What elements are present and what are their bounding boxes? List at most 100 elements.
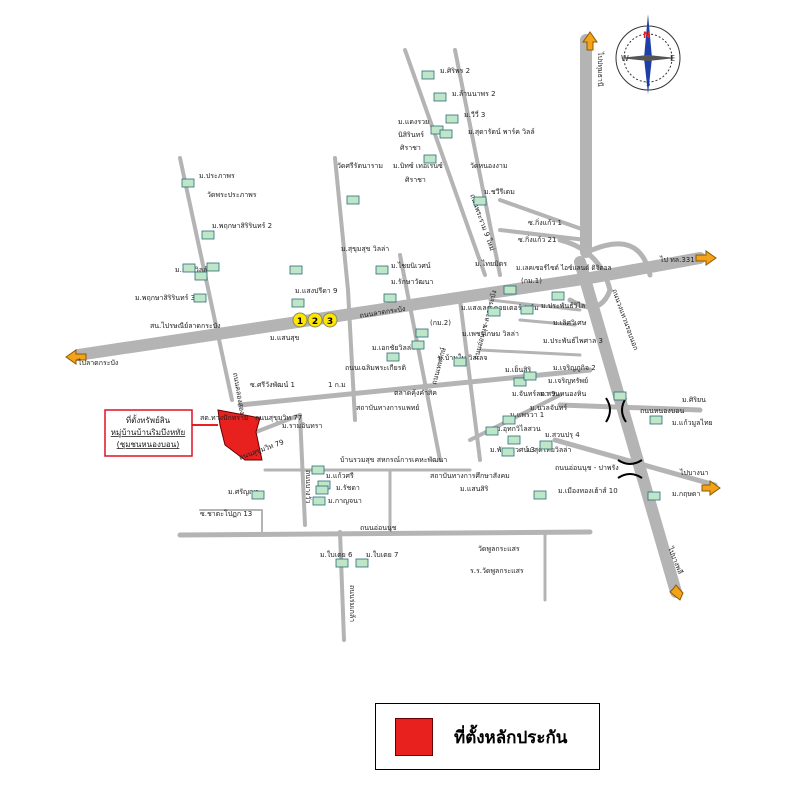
label-to-331: ไป ทล.331 — [659, 255, 695, 264]
legend-label: ที่ตั้งหลักประกัน — [454, 728, 568, 748]
place-rachada: ม.รัชดา — [336, 484, 360, 492]
place-suanpru: ม.สวนปรุ 4 — [545, 431, 580, 439]
place-pheng3: ม.พฤกษาสิริรินทร์ 3 — [135, 294, 195, 302]
place-uttok: ม.อุทกวิไลสวน — [496, 424, 541, 433]
place-lanayana: ม.ล้านนาพร 2 — [452, 90, 496, 98]
house-icon — [513, 377, 527, 387]
label-to-latkrabang: ไปลาดกระบัง — [77, 358, 118, 367]
label-soi-13: ซ.ชาตะโปฏก 13 — [200, 509, 252, 518]
road-bottom-vert — [338, 530, 346, 642]
house-icon — [415, 328, 429, 338]
house-icon — [182, 263, 196, 273]
place-phet: ม.เพชรเกษม วิลล่า — [462, 330, 519, 338]
site-callout-box — [104, 409, 193, 457]
house-icon — [194, 271, 208, 281]
place-sangkom: สถาบันทางการศึกษาสังคม — [430, 471, 510, 480]
compass-west-icon — [620, 55, 648, 61]
place-hub1: (กม.1) — [521, 277, 542, 285]
house-markers — [181, 70, 663, 568]
place-prae: ม.แพรวา 1 — [510, 411, 544, 419]
label-kingkaew-21: ซ.กิ่งแก้ว 21 — [518, 235, 556, 244]
house-icon — [315, 485, 329, 495]
place-daeng: ม.แดงรวย — [398, 118, 429, 126]
place-kaewmoon: ม.แก้วมูลไทย — [672, 418, 713, 427]
place-onnut-sign: สต.ทางปักทราย — [200, 414, 248, 422]
place-wat-prapa: วัดพระประภาพร — [207, 191, 257, 199]
place-sansuk: ม.แสนสุข — [270, 334, 300, 342]
place-suannonghin: ม.สวนหนองหิน — [540, 390, 586, 398]
badge-2-text: 2 — [312, 317, 318, 327]
overpass-2 — [617, 459, 643, 479]
house-icon — [355, 558, 369, 568]
place-baan: ม.บ้านใน วิลเลจ — [438, 353, 487, 362]
place-charoen-puk: ม.เจริญภูกิจ 2 — [553, 364, 596, 372]
place-lakeview: ม.เลคเซอร์ไซด์ ไอซ์แลนด์ ดิจิตอล — [516, 264, 612, 272]
arrow-left-icon — [65, 349, 87, 365]
road-network — [72, 34, 718, 642]
house-icon — [502, 415, 516, 425]
house-icon — [551, 291, 565, 301]
road-chalong — [458, 298, 482, 462]
place-cheewa: ม.ชวีรีเดม — [484, 188, 515, 196]
place-kanchana: ม.กาญจนา — [328, 497, 362, 505]
place-saeng: ม.แสงปรีดา 9 — [295, 287, 337, 295]
badge-1 — [292, 312, 308, 328]
label-onnut-main: ถนนอ่อนนุช — [360, 524, 397, 532]
interchange-loop-2 — [589, 241, 653, 278]
house-icon — [346, 195, 360, 205]
label-chalong: ถนนเฉลิมพระเกียรติ — [345, 364, 406, 372]
road-mid-vert — [333, 156, 350, 292]
place-kaewsa: ม.แก้วศรี — [326, 472, 354, 480]
place-hub2: (กม.2) — [430, 319, 451, 327]
house-icon — [439, 129, 453, 139]
direction-arrows — [65, 31, 721, 601]
legend-swatch — [395, 718, 433, 756]
arrow-right-icon — [695, 250, 717, 266]
place-twenty: 1 ก.ม — [328, 381, 346, 389]
place-prapat: ม.ประพันธ์วิไล — [541, 301, 585, 310]
place-srirach2: ศิราชา — [405, 176, 426, 184]
house-icon — [453, 357, 467, 367]
house-icon — [193, 293, 207, 303]
compass-north-icon — [644, 14, 652, 58]
place-prapa: ม.ประภาพร — [199, 172, 235, 180]
road-north-2 — [453, 48, 502, 277]
road-romklao — [346, 288, 357, 422]
place-saran: ม.ศรัญญา — [228, 488, 259, 496]
house-icon — [507, 435, 521, 445]
label-khlongsong: ถนนคลองสอง — [231, 372, 246, 415]
place-charoen: ม.เจริญทรัพย์ — [548, 377, 588, 385]
road-soi-a — [518, 318, 577, 327]
house-icon — [423, 154, 437, 164]
road-kingkaew-21 — [498, 228, 588, 242]
label-to-pathumthani: ไปปทุมธานี — [596, 51, 605, 87]
place-suanluang: สน.ไปรษณีย์ลาดกระบัง — [150, 321, 221, 330]
label-to-bangna: ไปบางนา — [679, 468, 709, 477]
road-bottom — [177, 529, 593, 538]
road-latkrabang-small — [488, 298, 582, 312]
place-labels: ม.ศิริพร 2 ม.ล้านนาพร 2 ม.วีวี่ 3 ม.แดงร… — [135, 67, 713, 575]
label-bangwua: ถนนบางวัว — [304, 470, 312, 504]
compass-south-icon — [644, 58, 652, 94]
place-wat-kraiserm: วัดพูลกระแสร — [478, 545, 520, 553]
place-sukhum-phat: ซ.ศรีวังพัฒน์ 1 — [250, 381, 295, 389]
house-icon — [473, 196, 487, 206]
place-sudarat: ม.สุดารัตน์ พาร์ค วิลล์ — [468, 128, 535, 136]
label-onnut-pagee: ถนนอ่อนนุช - ปาพรัง — [555, 464, 619, 472]
place-nisa: นิสิรินทร์ — [398, 131, 424, 139]
place-saen: ม.แสนสิริ — [460, 485, 489, 493]
site-label-1: ที่ตั้งทรัพย์สิน — [126, 414, 171, 425]
house-icon — [485, 426, 499, 436]
compass-east-icon — [648, 55, 676, 61]
place-ban-ruam: บ้านรวมสุข สหกรณ์การเคหะพัฒนา — [340, 456, 447, 464]
label-ladkrabang-lower: ถนนหนองบอน — [640, 407, 684, 415]
house-icon — [201, 230, 215, 240]
arrow-right-2-icon — [701, 480, 721, 496]
house-icon — [487, 307, 501, 317]
house-icon — [433, 92, 447, 102]
site-label-2: หมู่บ้านบ้านริมบึงหทัย — [111, 428, 185, 438]
place-raksa: ม.รักษาวัฒนา — [391, 278, 433, 286]
place-pheng2: ม.พฤกษาสิริรินทร์ 2 — [212, 222, 272, 230]
